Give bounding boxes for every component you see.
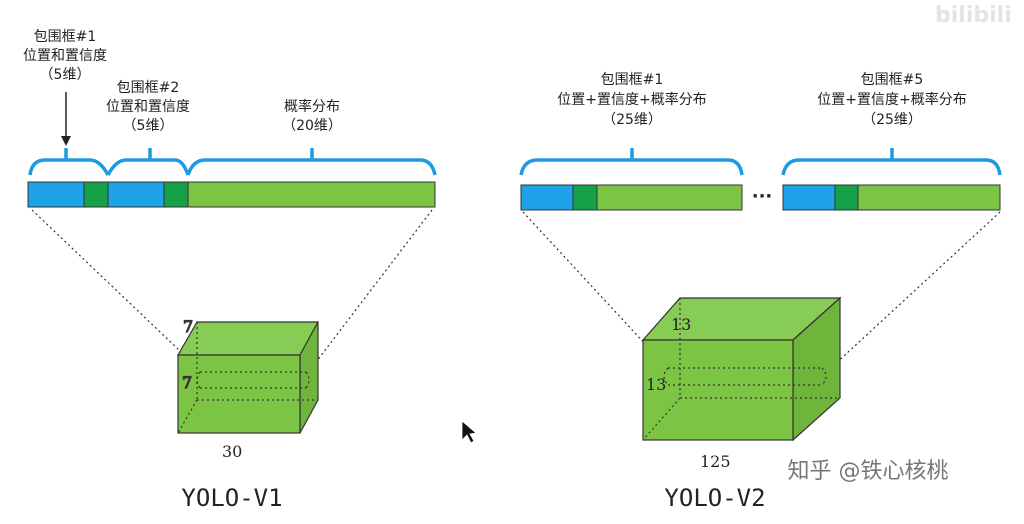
label-line: 包围框#2 bbox=[117, 80, 180, 96]
v2-vector-bar bbox=[520, 184, 1001, 211]
braces bbox=[28, 148, 1002, 176]
bbox5-position-segment bbox=[782, 184, 836, 211]
class-prob-segment bbox=[187, 181, 436, 208]
cube-width-label: 13 bbox=[646, 375, 666, 394]
arrow-icon bbox=[61, 92, 71, 146]
bbox5-prob-segment bbox=[857, 184, 1001, 211]
v1-box1-label: 包围框#1 位置和置信度 （5维） bbox=[23, 29, 107, 83]
bbox2-position-segment bbox=[107, 181, 165, 208]
zhihu-watermark: 知乎 @铁心核桃 bbox=[788, 459, 949, 484]
v2-box1-label: 包围框#1 位置+置信度+概率分布 （25维） bbox=[557, 72, 706, 128]
bbox1-confidence-segment bbox=[572, 184, 598, 211]
label-line: （25维） bbox=[862, 112, 922, 128]
brace-icon bbox=[106, 148, 190, 176]
bbox5-confidence-segment bbox=[834, 184, 859, 211]
v1-prob-label: 概率分布 （20维） bbox=[282, 98, 342, 134]
cube-height-label: 13 bbox=[671, 315, 691, 334]
label-line: （5维） bbox=[123, 118, 174, 134]
v1-cube: 7 7 30 bbox=[176, 316, 320, 461]
v2-title: YOLO-V2 bbox=[664, 484, 765, 512]
cube-width-label: 7 bbox=[182, 373, 192, 392]
bbox1-confidence-segment bbox=[83, 181, 109, 208]
brace-icon bbox=[28, 148, 110, 176]
projection-lines bbox=[31, 209, 1001, 379]
v1-box2-label: 包围框#2 位置和置信度 （5维） bbox=[106, 80, 190, 134]
label-line: 包围框#1 bbox=[34, 29, 97, 45]
bbox1-position-segment bbox=[27, 181, 85, 208]
bilibili-watermark: bilibili bbox=[935, 3, 1012, 28]
label-line: 位置+置信度+概率分布 bbox=[817, 91, 966, 108]
cube-depth-label: 125 bbox=[700, 452, 731, 471]
brace-icon bbox=[781, 148, 1002, 176]
cube-height-label: 7 bbox=[183, 317, 193, 336]
ellipsis: ··· bbox=[752, 186, 773, 207]
label-line: 位置和置信度 bbox=[23, 48, 107, 64]
cube-depth-label: 30 bbox=[222, 442, 242, 461]
v1-vector-bar bbox=[27, 181, 436, 208]
label-line: （20维） bbox=[282, 118, 342, 134]
label-line: （5维） bbox=[40, 67, 91, 83]
v1-title: YOLO-V1 bbox=[181, 484, 282, 512]
label-line: 位置和置信度 bbox=[106, 99, 190, 115]
label-line: 概率分布 bbox=[284, 98, 340, 115]
label-line: （25维） bbox=[602, 112, 662, 128]
v2-cube: 13 13 125 bbox=[641, 296, 842, 471]
label-line: 位置+置信度+概率分布 bbox=[557, 91, 706, 108]
v2-box5-label: 包围框#5 位置+置信度+概率分布 （25维） bbox=[817, 72, 966, 128]
brace-icon bbox=[186, 148, 437, 176]
label-line: 包围框#5 bbox=[861, 72, 924, 88]
brace-icon bbox=[519, 148, 744, 176]
bbox1-prob-segment bbox=[596, 184, 743, 211]
bbox1-position-segment bbox=[520, 184, 574, 211]
label-line: 包围框#1 bbox=[601, 72, 664, 88]
bbox2-confidence-segment bbox=[163, 181, 189, 208]
mouse-cursor-icon bbox=[461, 420, 477, 444]
